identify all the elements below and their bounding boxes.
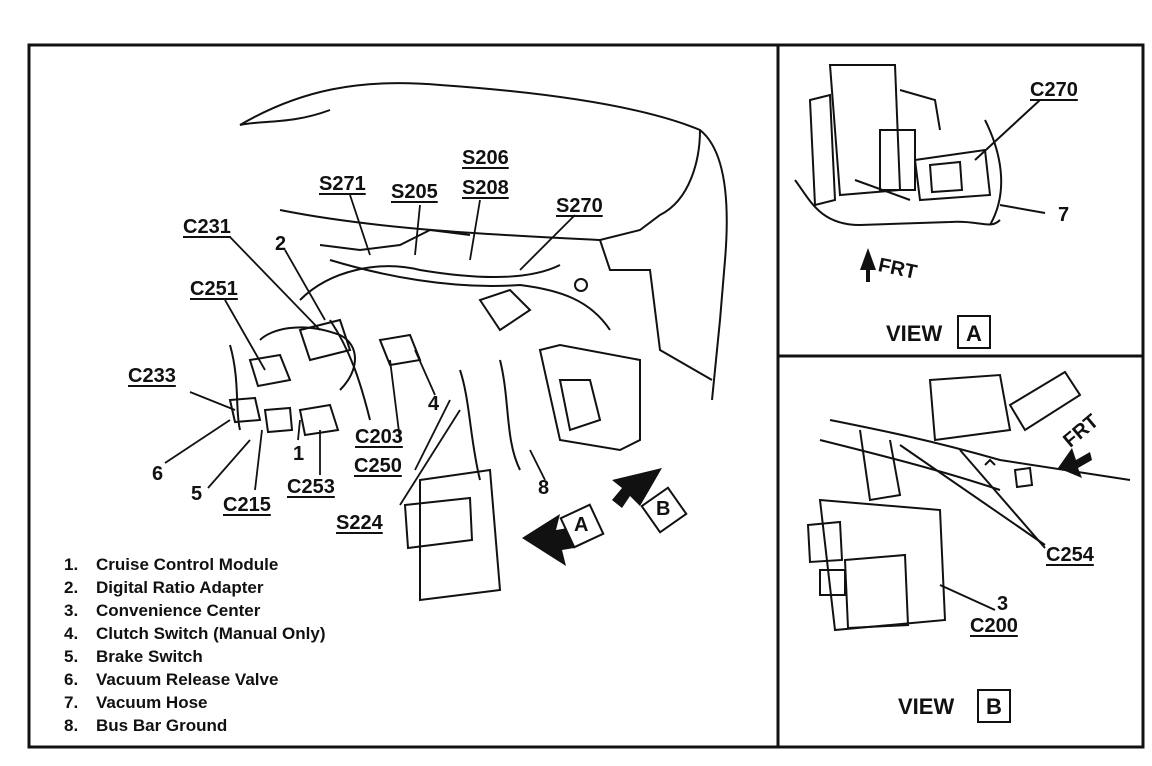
legend-item: 7.Vacuum Hose [64,693,208,712]
view-b-arrow [612,468,688,534]
label-s206: S206 [462,147,509,169]
legend-item: 8.Bus Bar Ground [64,716,228,735]
callout-1: 1 [293,443,305,465]
main-leader-lines [164,194,576,506]
view-b-frt-arrow [1058,448,1092,478]
view-a-arrow-letter: A [574,514,589,536]
view-a-frt-arrow [860,248,876,282]
label-s224: S224 [336,512,383,534]
view-b-arrow-letter: B [656,498,671,520]
legend-item: 5.Brake Switch [64,647,203,666]
view-b-letter-box [977,689,1011,723]
view-a-title: VIEW [886,321,943,346]
label-s205: S205 [391,181,438,203]
callout-8: 8 [538,477,550,499]
label-c231: C231 [183,216,231,238]
view-a-letter: A [966,321,982,346]
label-c251: C251 [190,278,238,300]
legend-item: 3.Convenience Center [64,601,261,620]
callout-7: 7 [1058,204,1070,226]
callout-5: 5 [191,483,203,505]
legend: 1.Cruise Control Module 2.Digital Ratio … [64,553,326,737]
label-s271: S271 [319,173,366,195]
label-c254: C254 [1046,544,1094,566]
label-c270: C270 [1030,79,1078,101]
view-b-sketch [806,370,1131,632]
label-s270: S270 [556,195,603,217]
callout-6: 6 [152,463,164,485]
label-c233: C233 [128,365,176,387]
legend-item: 4.Clutch Switch (Manual Only) [64,624,326,643]
label-c200: C200 [970,615,1018,637]
view-b-title: VIEW [898,694,955,719]
diagram-border [27,43,1145,749]
view-a-letter-box [957,315,991,349]
label-c250: C250 [354,455,402,477]
label-c215: C215 [223,494,271,516]
legend-item: 2.Digital Ratio Adapter [64,578,264,597]
legend-item: 1.Cruise Control Module [64,555,279,574]
dashboard-sketch [228,82,728,602]
view-a-sketch [794,64,1046,227]
legend-item: 6.Vacuum Release Valve [64,670,279,689]
callout-3: 3 [997,593,1009,615]
view-a-arrow [522,503,605,566]
callout-4: 4 [428,393,440,415]
label-c253: C253 [287,476,335,498]
label-s208: S208 [462,177,509,199]
label-c203: C203 [355,426,403,448]
view-b-letter: B [986,694,1002,719]
callout-2: 2 [275,233,287,255]
